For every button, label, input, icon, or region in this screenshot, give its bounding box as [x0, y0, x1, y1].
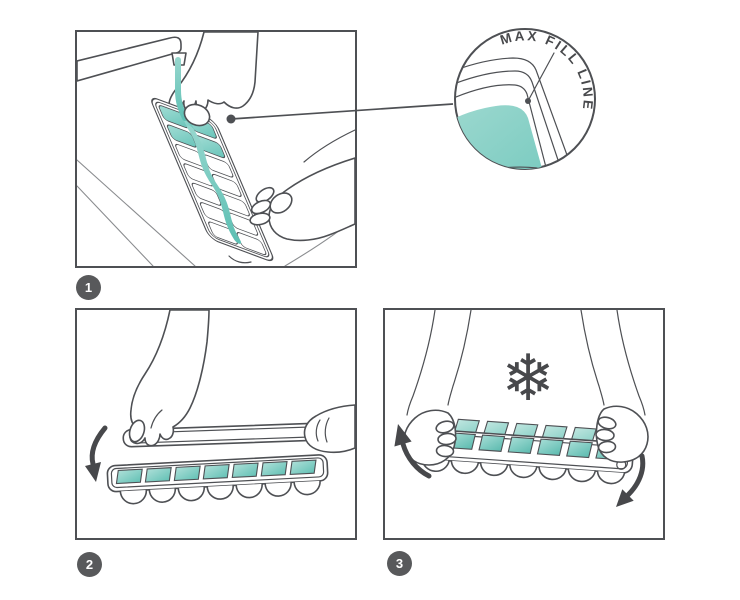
ice-tray-illustration [151, 97, 274, 262]
magnifier-callout: MAX FILL LINE [451, 25, 599, 173]
water-trickle [186, 125, 242, 244]
water-stream [175, 57, 188, 121]
tray-scallops [421, 458, 626, 485]
step-1-badge: 1 [76, 275, 101, 300]
rotate-up-arrow-icon [394, 424, 432, 479]
step-2-badge: 2 [77, 552, 102, 577]
arms-illustration [406, 310, 646, 416]
left-hand-illustration [403, 409, 457, 466]
fill-line-marker-dot [525, 98, 531, 104]
step-2-panel [75, 308, 357, 540]
step-2-illustration [85, 310, 355, 505]
right-hand-illustration [303, 404, 355, 454]
faucet-icon [77, 36, 187, 82]
thumb-illustration [183, 103, 211, 127]
filled-tray-illustration [106, 454, 329, 505]
rotate-down-arrow-icon [616, 453, 646, 507]
tray-scallops [119, 480, 321, 505]
snowflake-icon: ❄ [501, 342, 555, 416]
step-3-illustration: ❄ [394, 310, 649, 507]
tray-cells [158, 105, 267, 256]
left-hand-illustration [128, 310, 210, 447]
right-hand-illustration [595, 405, 649, 463]
step-1-panel [75, 30, 357, 268]
holding-hand-illustration [228, 129, 355, 264]
max-fill-callout-illustration: MAX FILL LINE [454, 28, 596, 170]
frozen-tray-illustration [408, 416, 634, 485]
down-arrow-icon [85, 425, 108, 482]
step-1-illustration [77, 32, 355, 266]
step-3-badge: 3 [387, 551, 412, 576]
step-3-panel: ❄ [383, 308, 665, 540]
pouring-hand-illustration [168, 32, 259, 113]
